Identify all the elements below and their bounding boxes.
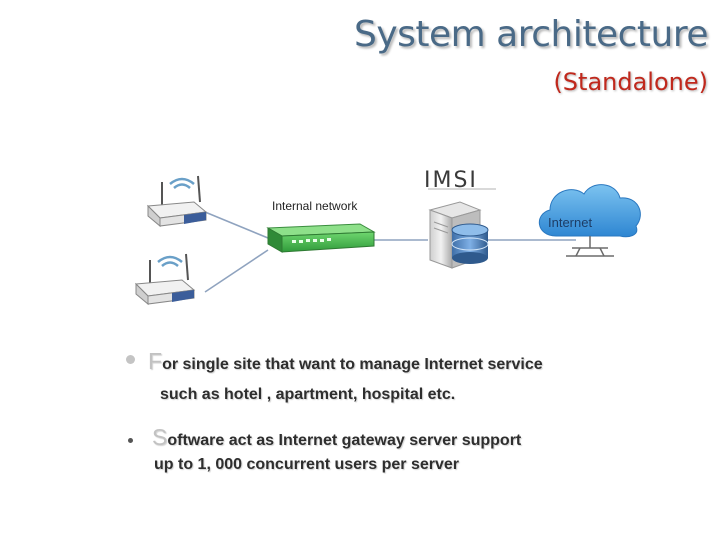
- connection-lines: [204, 211, 576, 293]
- internal-network-label: Internal network: [272, 199, 358, 213]
- link-router1-switch: [204, 211, 269, 239]
- bullet-2-text: oftware act as Internet gateway server s…: [167, 432, 522, 449]
- gateway-switch-icon: [266, 223, 376, 253]
- bullet-1-first-letter: F: [148, 348, 163, 374]
- slide-subtitle: (Standalone): [553, 68, 708, 96]
- bullet-2-first-letter: S: [152, 424, 168, 450]
- wifi-router-icon: [146, 175, 208, 228]
- link-router2-switch: [204, 249, 269, 293]
- internet-cloud-icon: [539, 184, 641, 257]
- bullet-1-line1: For single site that want to manage Inte…: [148, 348, 543, 375]
- bullet-1-text: or single site that want to manage Inter…: [162, 356, 543, 373]
- bullet-dot: [126, 355, 135, 364]
- bullet-2-line2: up to 1, 000 concurrent users per server: [154, 456, 460, 473]
- slide-title: System architecture: [353, 14, 709, 55]
- bullet-1-line2: such as hotel , apartment, hospital etc.: [160, 386, 456, 403]
- database-icon: [451, 223, 489, 264]
- bullet-2-line1: Software act as Internet gateway server …: [152, 424, 521, 451]
- bullet-dot: [128, 438, 133, 443]
- internet-label: Internet: [548, 215, 592, 230]
- imsi-logo: IMSI: [424, 168, 496, 193]
- wifi-router-icon: [134, 253, 196, 306]
